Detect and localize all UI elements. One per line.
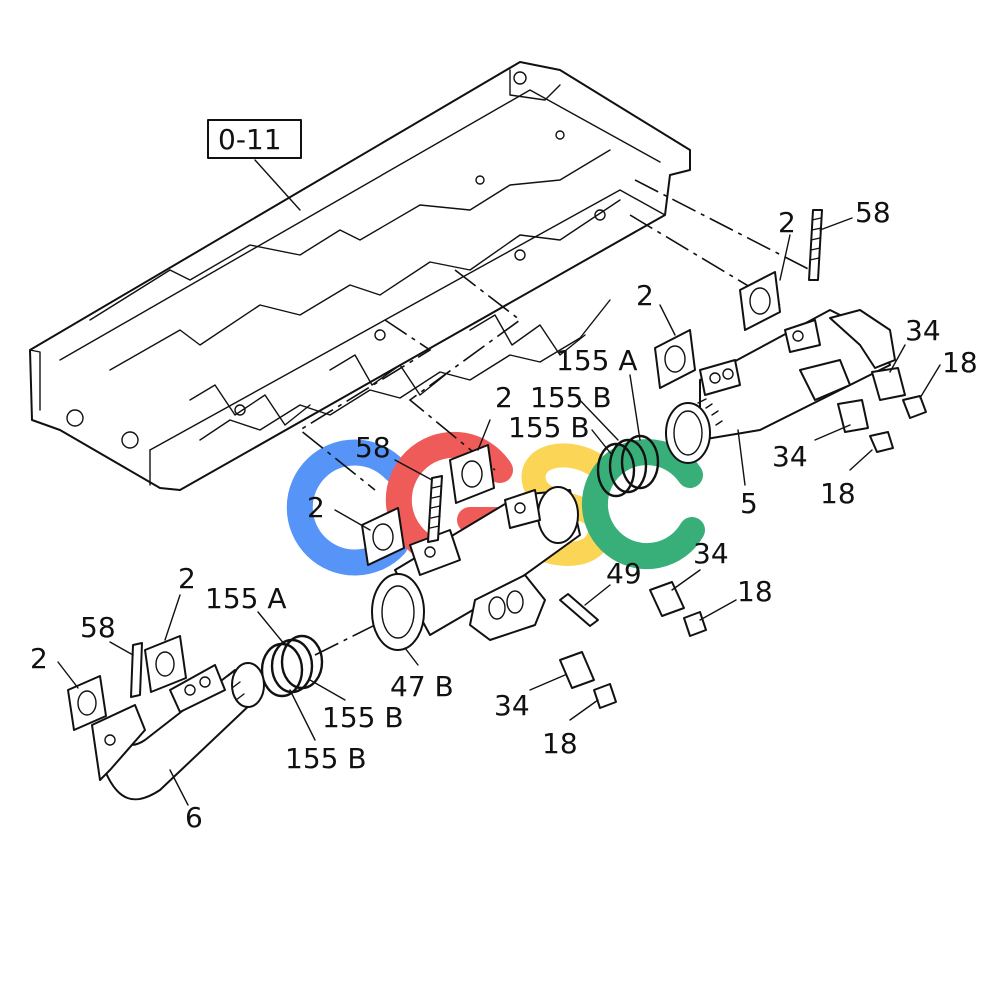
callout-155a-a: 155 A: [556, 344, 638, 377]
callout-5: 5: [740, 487, 758, 520]
callout-2-c: 2: [495, 381, 513, 414]
callout-18-a: 18: [942, 346, 978, 379]
callout-2-b: 2: [636, 279, 654, 312]
callout-58-c: 58: [80, 611, 116, 644]
callout-34-a: 34: [905, 314, 941, 347]
callout-58-a: 58: [855, 196, 891, 229]
callout-155b-c: 155 B: [322, 701, 404, 734]
callout-34-b: 34: [772, 440, 808, 473]
callout-18-c: 18: [737, 575, 773, 608]
callout-2-a: 2: [778, 206, 796, 239]
gaskets-center: [361, 444, 495, 566]
callout-labels: 2 58 2 155 A 34 18 2 155 B 155 B 34 18 5…: [30, 196, 978, 834]
manifold-section-6: [91, 662, 265, 801]
callout-47b: 47 B: [390, 670, 454, 703]
callout-2-f: 2: [30, 642, 48, 675]
callout-6: 6: [185, 801, 203, 834]
cylinder-head: [29, 61, 691, 491]
callout-2-d: 2: [307, 491, 325, 524]
callout-155b-b: 155 B: [508, 411, 590, 444]
spacers-nuts-right: [837, 367, 927, 453]
gaskets-left: [67, 635, 187, 731]
reference-label: 0-11: [218, 123, 282, 156]
gaskets-upper: [654, 271, 781, 389]
manifold-section-47b: [371, 486, 581, 651]
stud-49: [559, 593, 599, 627]
callout-155b-d: 155 B: [285, 742, 367, 775]
seal-rings-left: [260, 634, 324, 698]
leader-lines: [57, 217, 941, 806]
stud-58-left: [130, 642, 143, 698]
callout-18-b: 18: [820, 477, 856, 510]
watermark-letter-c1: [286, 439, 408, 576]
callout-58-b: 58: [355, 431, 391, 464]
stud-58-center: [427, 475, 443, 543]
callout-34-c: 34: [693, 537, 729, 570]
callout-18-d: 18: [542, 727, 578, 760]
callout-49: 49: [606, 557, 642, 590]
callout-155b-a: 155 B: [530, 381, 612, 414]
spacers-nuts-center: [559, 581, 707, 709]
manifold-section-5: [665, 309, 896, 464]
callout-34-d: 34: [494, 689, 530, 722]
reference-box: 0-11: [207, 119, 302, 211]
stud-58-top: [808, 209, 823, 281]
callout-155a-b: 155 A: [205, 582, 287, 615]
callout-2-e: 2: [178, 562, 196, 595]
